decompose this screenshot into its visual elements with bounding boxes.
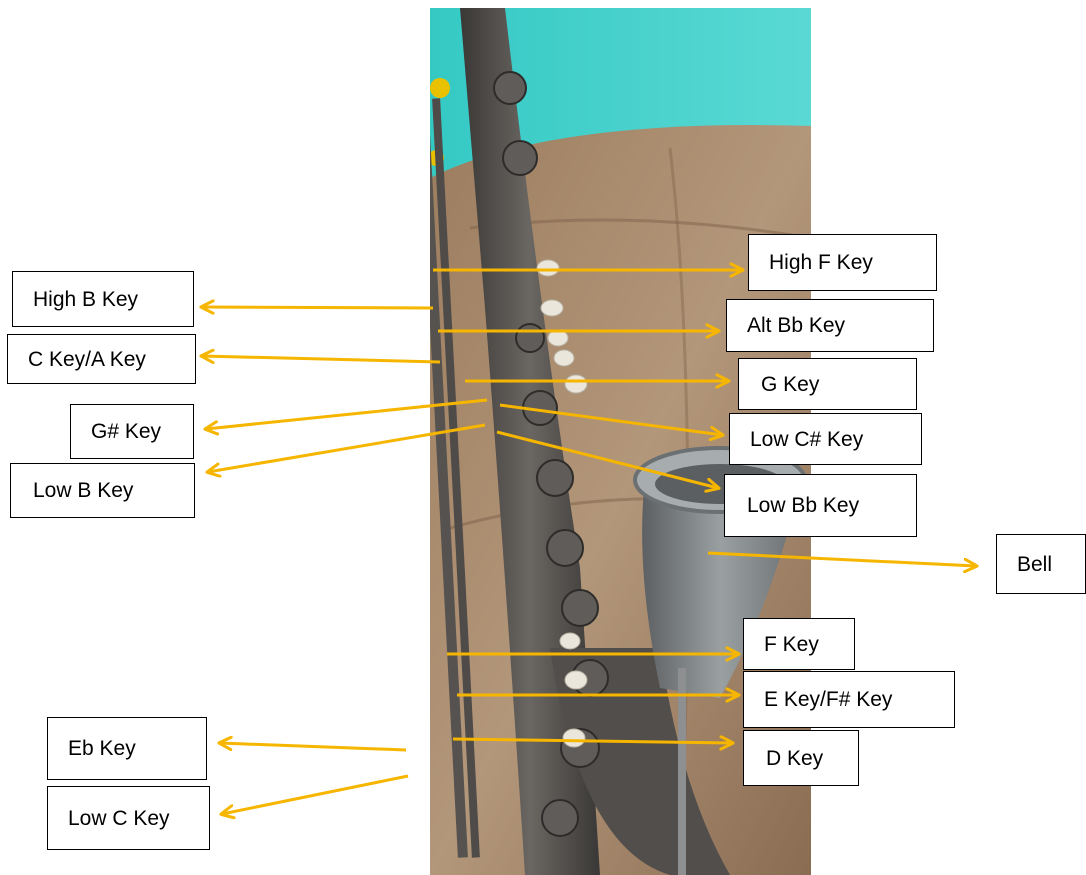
label-e-key-f-sharp-key-text: E Key/F# Key (764, 689, 892, 710)
label-f-key: F Key (743, 618, 855, 670)
label-g-key: G Key (738, 358, 917, 410)
label-low-c-sharp-key-text: Low C# Key (750, 429, 863, 450)
label-c-key-a-key-text: C Key/A Key (28, 349, 146, 370)
arrow-c-key-a-key (202, 356, 440, 362)
label-f-key-text: F Key (764, 634, 819, 655)
label-d-key-text: D Key (766, 748, 823, 769)
label-g-sharp-key-text: G# Key (91, 421, 161, 442)
label-bell-text: Bell (1017, 554, 1052, 575)
label-low-b-key-text: Low B Key (33, 480, 133, 501)
label-e-key-f-sharp-key: E Key/F# Key (743, 671, 955, 728)
label-high-b-key: High B Key (12, 271, 194, 327)
arrow-high-b-key (202, 307, 433, 308)
label-eb-key-text: Eb Key (68, 738, 136, 759)
label-low-b-key: Low B Key (10, 463, 195, 518)
label-bell: Bell (996, 534, 1086, 594)
label-c-key-a-key: C Key/A Key (7, 334, 196, 384)
label-g-sharp-key: G# Key (70, 404, 194, 459)
label-g-key-text: G Key (761, 374, 819, 395)
label-low-c-key-text: Low C Key (68, 808, 170, 829)
label-low-c-sharp-key: Low C# Key (729, 413, 922, 465)
label-eb-key: Eb Key (47, 717, 207, 780)
label-low-bb-key-text: Low Bb Key (747, 495, 859, 516)
label-high-f-key: High F Key (748, 234, 937, 291)
label-alt-bb-key-text: Alt Bb Key (747, 315, 845, 336)
arrow-eb-key (220, 743, 406, 750)
label-low-c-key: Low C Key (47, 786, 210, 850)
arrow-low-c-key (222, 776, 408, 814)
label-d-key: D Key (743, 730, 859, 786)
label-high-f-key-text: High F Key (769, 252, 873, 273)
label-alt-bb-key: Alt Bb Key (726, 299, 934, 352)
label-high-b-key-text: High B Key (33, 289, 138, 310)
label-low-bb-key: Low Bb Key (724, 474, 917, 537)
